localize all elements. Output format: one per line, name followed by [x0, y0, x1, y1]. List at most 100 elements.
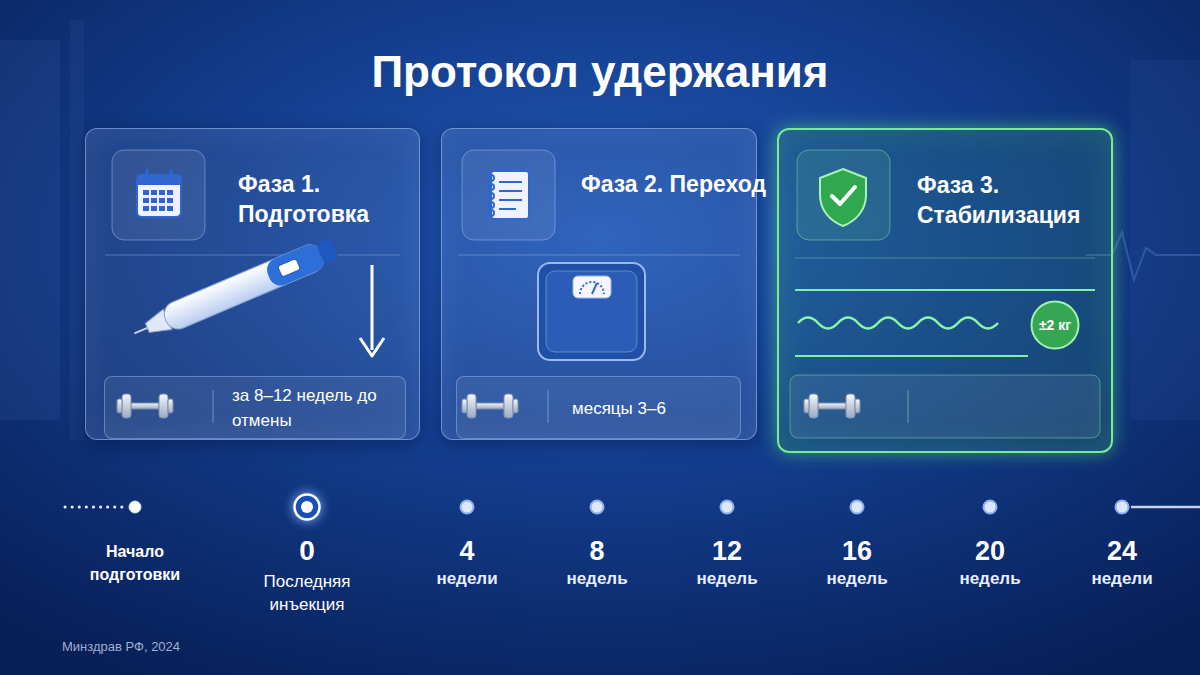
timeline-text: Последняя инъекция: [247, 570, 367, 616]
timeline-point: 20недель: [982, 499, 998, 515]
phase-heading: Фаза 1. Подготовка: [238, 169, 423, 229]
timeline-text: недель: [940, 569, 1040, 589]
timeline-connector: [605, 506, 719, 509]
timeline-text: 24: [1082, 536, 1162, 566]
node-outline: [1114, 499, 1130, 515]
dumbbell-plate: [504, 394, 513, 418]
spiral-ring: [488, 184, 494, 190]
node-outline: [459, 499, 475, 515]
timeline-text: недель: [547, 569, 647, 589]
node-outline: [128, 500, 142, 514]
duration-box: за 8–12 недель до отмены: [104, 376, 406, 439]
phase-heading: Фаза 3. Стабилизация: [917, 170, 1102, 230]
dumbbell-icon: [804, 394, 860, 418]
node-outline: [293, 493, 321, 521]
card-divider: [795, 258, 1095, 259]
timeline-connector: [865, 506, 982, 509]
timeline-connector: [475, 506, 589, 509]
timeline-point: 24недели: [1114, 499, 1130, 515]
dot-marker: [591, 501, 604, 514]
timeline-point: Начало подготовки: [128, 500, 142, 514]
spiral-ring: [488, 202, 494, 208]
calendar-cell: [143, 190, 149, 195]
calendar-cell: [159, 206, 165, 211]
calendar-cell: [143, 206, 149, 211]
dumbbell-icon: [462, 394, 518, 418]
duration-box: месяцы 3–6: [456, 376, 741, 439]
calendar-cell: [159, 190, 165, 195]
timeline-point: 12недель: [719, 499, 735, 515]
card-divider: [105, 255, 400, 256]
node-outline: [982, 499, 998, 515]
check-mark: [832, 187, 855, 204]
node-outline: [589, 499, 605, 515]
calendar-cell: [151, 190, 157, 195]
calendar-icon: [137, 175, 181, 217]
separator: [908, 390, 909, 423]
calendar-cell: [159, 198, 165, 203]
window-blur: [0, 40, 60, 420]
pen-needle: [134, 328, 147, 333]
timeline-text: Начало подготовки: [80, 540, 190, 586]
window-blur: [70, 20, 84, 440]
spiral-ring: [488, 193, 494, 199]
card-divider: [458, 255, 740, 256]
timeline-connector: [321, 506, 459, 509]
dumbbell-end: [462, 399, 467, 413]
down-arrow-head: [360, 338, 384, 356]
icon-tile: [797, 150, 890, 240]
badge-text: ±2 кг: [1038, 318, 1072, 333]
calendar-ring: [146, 170, 149, 180]
timeline-connector: [306, 440, 309, 493]
timeline-text: 12: [687, 536, 767, 566]
separator: [548, 390, 549, 423]
calendar-cell: [167, 206, 173, 211]
phase-card: Фаза 3. Стабилизация ±2 кг: [777, 128, 1113, 453]
dumbbell-end: [804, 399, 809, 413]
timeline-text: недель: [807, 569, 907, 589]
dumbbell-icon: [117, 394, 173, 418]
calendar-cell: [151, 206, 157, 211]
dot-marker: [461, 501, 474, 514]
calendar-cell: [167, 198, 173, 203]
source-note: Минздрав РФ, 2024: [62, 639, 180, 654]
separator: [213, 390, 214, 423]
weight-wave: [798, 318, 998, 329]
spiral-ring: [488, 175, 494, 181]
calendar-cell: [143, 198, 149, 203]
timeline-point: 8недель: [589, 499, 605, 515]
node-outline: [849, 499, 865, 515]
scale-icon: [538, 263, 645, 360]
dumbbell-plate: [122, 394, 131, 418]
dot-marker: [851, 501, 864, 514]
timeline-point: 4недели: [459, 499, 475, 515]
icon-tile: [462, 150, 555, 240]
calendar-band: [137, 175, 181, 185]
pen-cap: [316, 238, 339, 265]
pen-body: [160, 241, 327, 333]
timeline-text: недели: [417, 569, 517, 589]
dot-marker: [129, 501, 141, 513]
dumbbell-end: [513, 399, 518, 413]
dumbbell-bar: [476, 403, 504, 409]
calendar-cell: [151, 198, 157, 203]
duration-text: за 8–12 недель до отмены: [232, 383, 397, 433]
phase-heading: Фаза 2. Переход: [581, 169, 766, 199]
duration-text: месяцы 3–6: [572, 395, 732, 420]
timeline-text: 20: [950, 536, 1030, 566]
phase-card: Фаза 1. Подготовка за 8–12 недель до отме…: [85, 128, 420, 440]
dot-core: [301, 501, 313, 513]
range-line: [795, 355, 1028, 357]
page-title: Протокол удержания: [0, 46, 1200, 98]
shield-icon: [820, 169, 866, 226]
gauge-arc: [580, 282, 604, 294]
node-outline: [719, 499, 735, 515]
calendar-grid: [143, 190, 173, 211]
dot-marker: [721, 501, 734, 514]
badge-circle: [1032, 302, 1079, 349]
dumbbell-bar: [131, 403, 159, 409]
dumbbell-bar: [818, 403, 846, 409]
